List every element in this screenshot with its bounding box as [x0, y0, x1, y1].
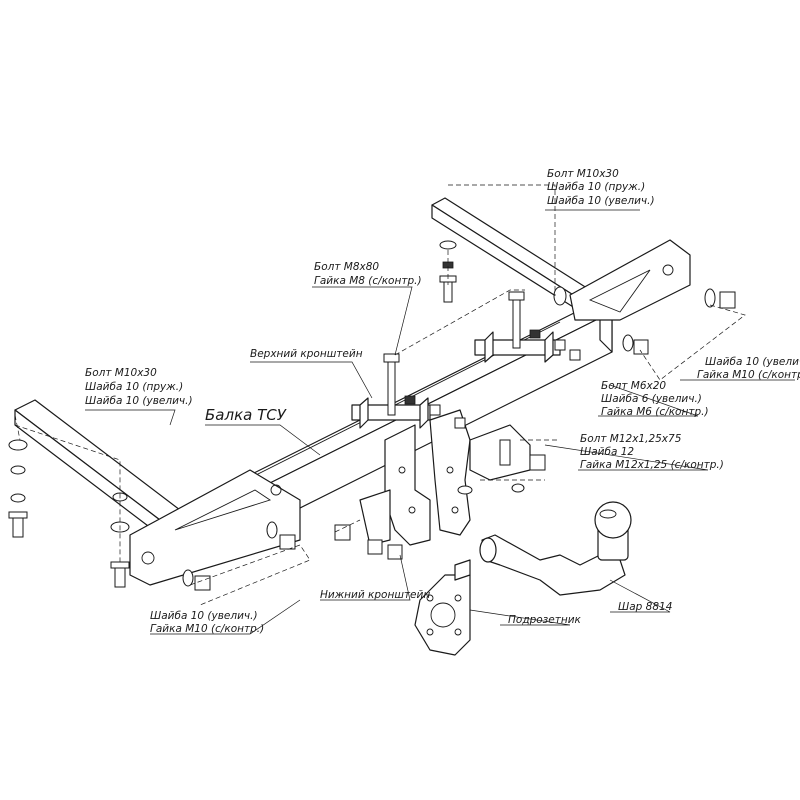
callout-m12-hardware: Болт M12x1,25x75 Шайба 12 Гайка M12x1,25… — [580, 433, 724, 471]
label-nut-m10-left: Гайка M10 (с/контр.) — [150, 623, 264, 635]
hardware-m12 — [457, 439, 546, 495]
socket-plate-icon — [414, 559, 471, 656]
label-nut-m6: Гайка M6 (с/контр.) — [601, 406, 709, 418]
label-bolt-m10x30-left: Болт M10x30 — [85, 367, 157, 379]
label-nut-m12: Гайка M12x1,25 (с/контр.) — [580, 459, 724, 471]
label-ball: Шар 8814 — [618, 601, 672, 613]
leader-lines — [85, 209, 795, 635]
callout-right-nut-hardware: Шайба 10 (увелич.) Гайка M10 (с/контр.) — [697, 356, 800, 381]
label-bolt-m12: Болт M12x1,25x75 — [580, 433, 682, 445]
label-washer-spring-top: Шайба 10 (пруж.) — [547, 181, 645, 193]
hardware-m6 — [429, 339, 581, 429]
label-washer-spring-left: Шайба 10 (пруж.) — [85, 381, 183, 393]
left-side-arm — [14, 399, 301, 586]
label-washer-wide-right: Шайба 10 (увелич.) — [705, 356, 800, 368]
callout-upper-bracket-bolt: Болт M8x80 Гайка M8 (с/контр.) — [314, 261, 422, 287]
label-beam: Балка ТСУ — [205, 406, 287, 424]
label-socket-plate: Подрозетник — [508, 614, 582, 626]
callout-m6-hardware: Болт M6x20 Шайба 6 (увелич.) Гайка M6 (с… — [601, 380, 709, 418]
label-bolt-m6x20: Болт M6x20 — [601, 380, 666, 392]
right-side-arm — [431, 197, 691, 321]
label-bolt-m10x30-top: Болт M10x30 — [547, 168, 619, 180]
lower-bracket — [359, 409, 531, 546]
callout-top-right-hardware: Болт M10x30 Шайба 10 (пруж.) Шайба 10 (у… — [547, 168, 655, 207]
label-nut-m10-right: Гайка M10 (с/контр.) — [697, 369, 800, 381]
label-washer-12: Шайба 12 — [580, 446, 634, 458]
label-upper-bracket: Верхний кронштейн — [250, 348, 363, 360]
hardware-m8-bolts — [383, 291, 541, 416]
hardware-lower-bracket — [334, 524, 403, 560]
label-washer-wide-top: Шайба 10 (увелич.) — [547, 195, 655, 207]
tow-ball-icon — [479, 501, 632, 596]
label-washer-wide-left-nut: Шайба 10 (увелич.) — [150, 610, 258, 622]
alignment-lines — [14, 184, 746, 606]
label-washer-6: Шайба 6 (увелич.) — [601, 393, 702, 405]
label-bolt-m8x80: Болт M8x80 — [314, 261, 379, 273]
callout-left-nut-hardware: Шайба 10 (увелич.) Гайка M10 (с/контр.) — [150, 610, 264, 635]
label-lower-bracket: Нижний кронштейн — [320, 589, 430, 601]
label-nut-m8: Гайка M8 (с/контр.) — [314, 275, 422, 287]
label-washer-wide-left: Шайба 10 (увелич.) — [85, 395, 193, 407]
callout-left-hardware: Болт M10x30 Шайба 10 (пруж.) Шайба 10 (у… — [85, 367, 193, 407]
